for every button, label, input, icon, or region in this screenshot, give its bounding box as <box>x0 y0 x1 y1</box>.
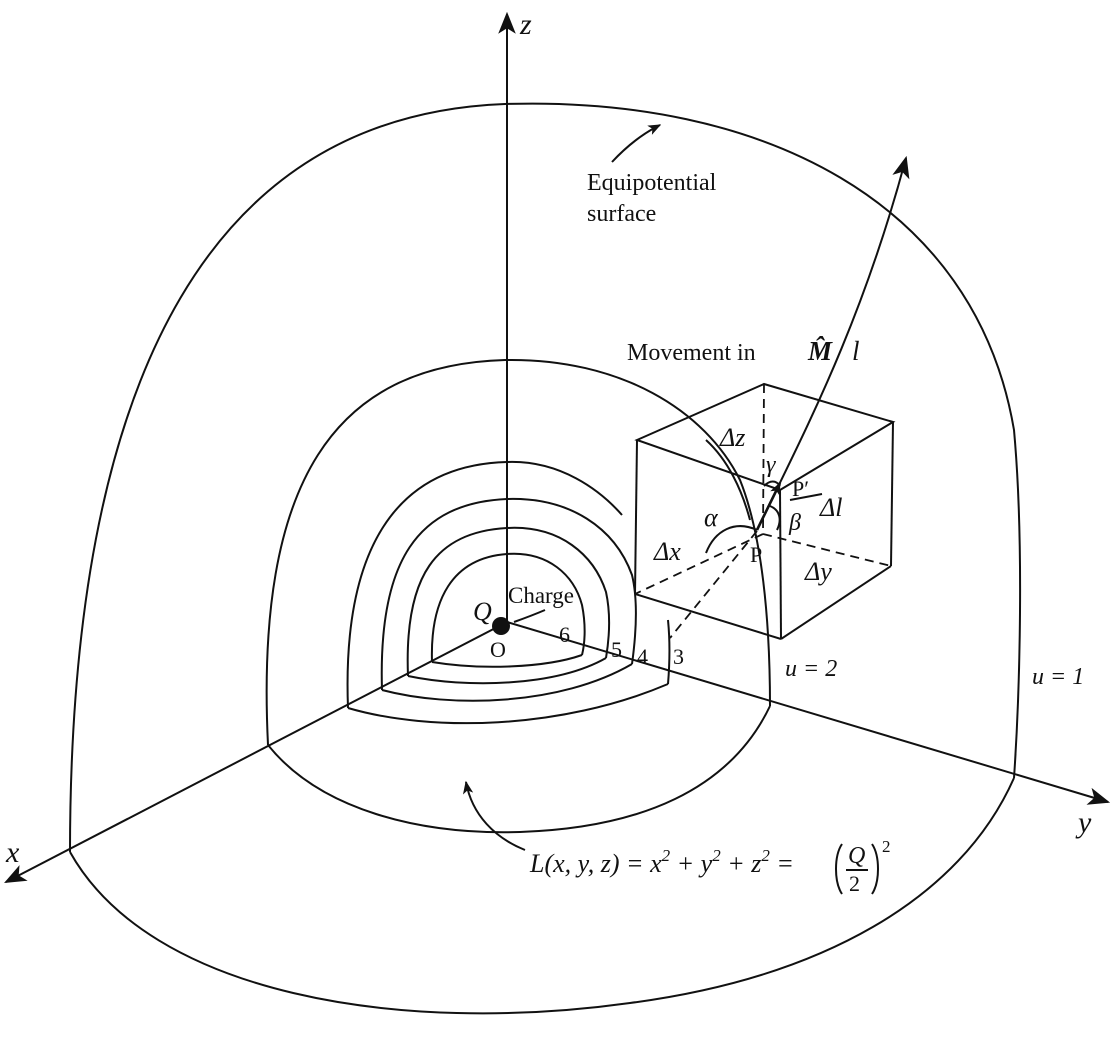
delta-z-label: Δz <box>719 423 745 452</box>
movement-label: Movement in <box>627 340 756 366</box>
surface-5 <box>406 526 611 685</box>
alpha-label: α <box>704 503 719 532</box>
equipotential-label-line1: Equipotential <box>587 170 717 196</box>
svg-text:L(x, y, z) = x2 + y2 + z2 =: L(x, y, z) = x2 + y2 + z2 = <box>529 846 794 878</box>
level-5-label: 5 <box>611 637 622 662</box>
delta-l-vector <box>755 481 782 531</box>
movement-vector-label: M̂ <box>807 336 833 366</box>
beta-label: β <box>788 510 801 536</box>
alpha-arc <box>705 525 758 554</box>
level-4-label: 4 <box>637 644 648 669</box>
u1-label: u = 1 <box>1032 664 1084 690</box>
p-prime-label: P′ <box>792 476 809 501</box>
y-axis-label: y <box>1075 806 1092 839</box>
level-3-label: 3 <box>673 644 684 669</box>
origin-label: O <box>490 637 506 662</box>
beta-arc <box>769 505 781 531</box>
level-6-label: 6 <box>559 622 570 647</box>
surface-6 <box>430 552 586 668</box>
gamma-arc <box>763 480 781 487</box>
p-label: P <box>750 542 762 567</box>
surface-3 <box>346 460 671 725</box>
svg-text:2: 2 <box>882 837 891 856</box>
svg-text:Q: Q <box>848 843 865 869</box>
x-axis <box>4 621 508 884</box>
delta-x-label: Δx <box>653 537 681 566</box>
u2-label: u = 2 <box>785 656 837 682</box>
displacement-cube <box>634 382 896 640</box>
equipotential-label-line2: surface <box>587 201 656 227</box>
surface-4 <box>380 497 637 702</box>
gamma-label: γ <box>766 452 776 478</box>
x-axis-label: x <box>5 836 20 869</box>
delta-l-label: Δl <box>819 493 842 522</box>
movement-l-label: l <box>852 336 860 366</box>
charge-label: Charge <box>508 583 574 608</box>
svg-text:2: 2 <box>849 871 860 896</box>
equipotential-leader <box>611 124 662 163</box>
z-axis-label: z <box>519 8 532 41</box>
level-equation: L(x, y, z) = x2 + y2 + z2 = Q 2 2 <box>529 837 891 896</box>
surface-u2 <box>265 358 771 834</box>
surface-u1 <box>69 102 1022 1015</box>
delta-y-label: Δy <box>804 557 832 586</box>
equation-leader <box>462 780 526 851</box>
charge-q-label: Q <box>473 597 492 626</box>
charge-point <box>492 617 510 635</box>
delta-l-leader <box>789 493 823 501</box>
charge-leader <box>513 609 546 623</box>
